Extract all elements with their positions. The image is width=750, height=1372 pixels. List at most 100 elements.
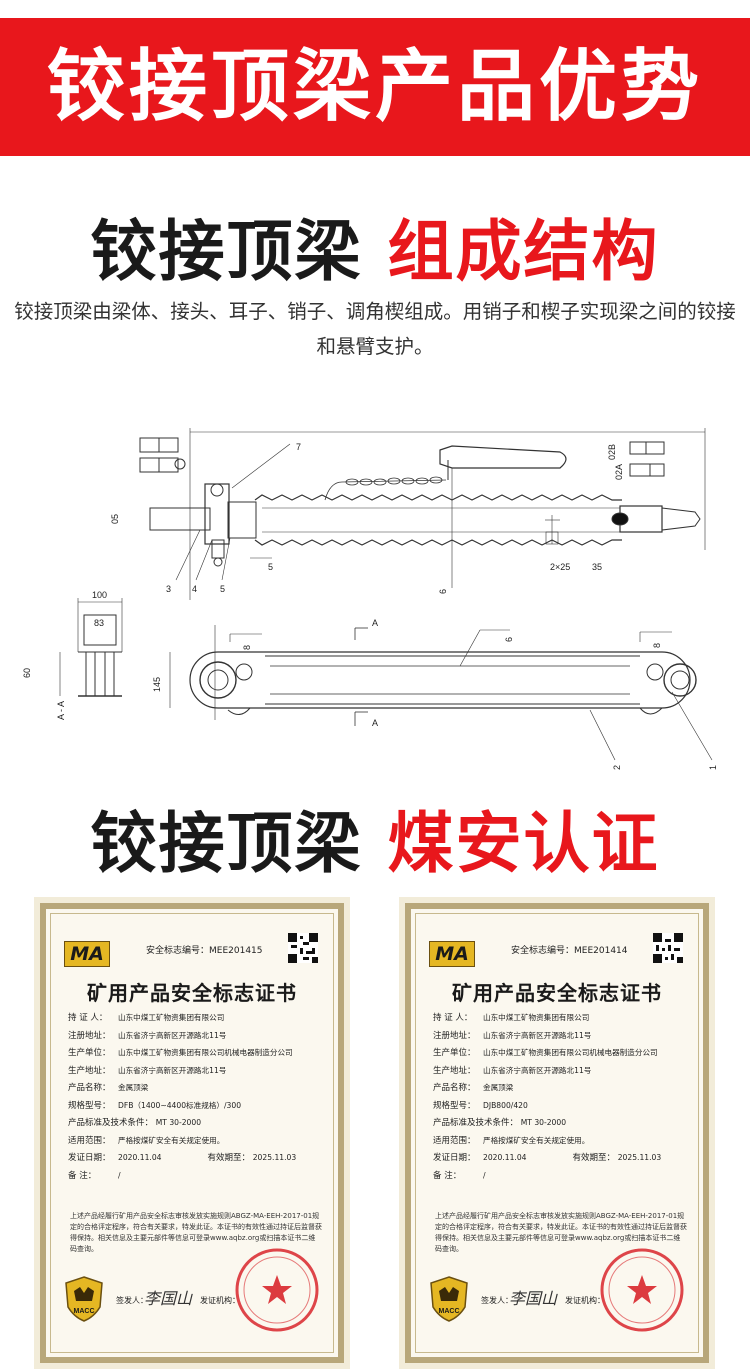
cert-row-std: 产品标准及技术条件： MT 30-2000 — [68, 1114, 328, 1132]
label-3: 3 — [166, 584, 171, 594]
serial-label: 安全标志编号： — [511, 946, 575, 956]
structure-title-dark: 铰接顶梁 — [90, 213, 363, 290]
cert-row-holder: 持 证 人： 山东中煤工矿物资集团有限公司 — [68, 1009, 328, 1027]
field-label: 生产单位： — [433, 1048, 476, 1058]
certificate-2: MA 安全标志编号：MEE201414 矿用产品安全标志证书 持 证 人： 山东中… — [399, 897, 715, 1369]
certificate-1: MA 安全标志编号：MEE201415 矿用产品安全标志证书 持 证 人：山东中… — [34, 897, 350, 1369]
red-seal-stamp-icon — [235, 1248, 319, 1332]
qr-code-icon — [653, 933, 683, 963]
cert-footer-text: 上述产品经履行矿用产品安全标志审核发放实施规则ABGZ-MA-EEH-2017-… — [70, 1212, 322, 1253]
label-02b: 02B — [607, 444, 617, 460]
technical-drawing: 7 05 02A 02B 3 4 5 5 6 2×25 35 100 83 60… — [22, 428, 718, 770]
cert-row-scope: 适用范围： 严格按煤矿安全有关规定使用。 — [433, 1132, 693, 1150]
field-label: 规格型号： — [433, 1100, 476, 1111]
cert-fields: 持 证 人： 山东中煤工矿物资集团有限公司 注册地址：山东省济宁高新区开源路北11… — [433, 1009, 693, 1184]
label-4: 4 — [192, 584, 197, 594]
field-value: 金属顶梁 — [118, 1083, 149, 1092]
label-8a: 8 — [242, 645, 252, 650]
label-a1: A — [372, 618, 378, 628]
field-value: 山东中煤工矿物资集团有限公司 — [118, 1013, 225, 1022]
hero-banner: 铰接顶梁产品优势 — [0, 18, 750, 156]
label-145: 145 — [152, 677, 162, 692]
label-05: 05 — [110, 514, 120, 524]
field-value: MT 30-2000 — [520, 1118, 567, 1127]
drawing-top-view — [139, 428, 706, 600]
field-value: 山东省济宁高新区开源路北11号 — [118, 1065, 227, 1075]
structure-title-red: 组成结构 — [387, 213, 660, 290]
field-value: 2025.11.03 — [617, 1153, 662, 1162]
field-label: 产品标准及技术条件： — [433, 1118, 519, 1128]
field-label: 备 注： — [433, 1170, 462, 1181]
field-label: 规格型号： — [68, 1100, 111, 1111]
structure-section-title: 铰接顶梁 组成结构 — [0, 198, 750, 294]
cert-footer-text: 上述产品经履行矿用产品安全标志审核发放实施规则ABGZ-MA-EEH-2017-… — [435, 1212, 687, 1253]
cert-row-maker: 生产单位： 山东中煤工矿物资集团有限公司机械电器制造分公司 — [68, 1044, 328, 1062]
field-value: 严格按煤矿安全有关规定使用。 — [118, 1135, 225, 1145]
field-label: 适用范围： — [68, 1135, 111, 1146]
issuer-label: 发证机构： — [565, 1296, 605, 1305]
field-label: 持 证 人： — [68, 1013, 108, 1023]
field-label: 生产单位： — [68, 1048, 111, 1058]
macc-shield-icon: MACC — [65, 1276, 103, 1322]
qr-code-icon — [288, 933, 318, 963]
label-2: 2 — [612, 765, 622, 770]
field-value: 2025.11.03 — [252, 1153, 297, 1162]
label-6b: 6 — [504, 637, 514, 642]
banner-title: 铰接顶梁产品优势 — [46, 42, 703, 132]
field-value: 山东中煤工矿物资集团有限公司机械电器制造分公司 — [483, 1048, 658, 1057]
field-label: 备 注： — [68, 1170, 97, 1181]
drawing-side-view — [169, 625, 713, 761]
field-label: 适用范围： — [433, 1135, 476, 1146]
field-label: 发证日期： — [433, 1153, 476, 1163]
field-value: 严格按煤矿安全有关规定使用。 — [483, 1135, 590, 1145]
cert-row-addr: 注册地址：山东省济宁高新区开源路北11号 — [433, 1027, 693, 1045]
field-value: 山东省济宁高新区开源路北11号 — [118, 1030, 227, 1040]
drawing-section-aa — [59, 598, 123, 697]
cert-row-holder: 持 证 人： 山东中煤工矿物资集团有限公司 — [433, 1009, 693, 1027]
label-60: 60 — [22, 668, 32, 678]
field-value: DJB800/420 — [483, 1100, 528, 1110]
cert-title: 矿用产品安全标志证书 — [452, 981, 662, 1005]
field-label: 持 证 人： — [433, 1013, 473, 1023]
red-seal-stamp-icon — [600, 1248, 684, 1332]
field-label: 注册地址： — [68, 1030, 111, 1041]
field-label: 有效期至： — [572, 1153, 615, 1163]
cert-row-maker: 生产单位： 山东中煤工矿物资集团有限公司机械电器制造分公司 — [433, 1044, 693, 1062]
cert-title-dark: 铰接顶梁 — [90, 805, 363, 882]
field-value: 山东省济宁高新区开源路北11号 — [483, 1065, 592, 1075]
issuer-label: 发证机构： — [200, 1296, 240, 1305]
label-8b: 8 — [652, 643, 662, 648]
field-value: / — [483, 1170, 486, 1180]
field-value: 金属顶梁 — [483, 1083, 514, 1092]
cert-title: 矿用产品安全标志证书 — [87, 981, 297, 1005]
cert-row-name: 产品名称：金属顶梁 — [68, 1079, 328, 1097]
cert-row-remark: 备 注： / — [433, 1167, 693, 1185]
field-value: 山东中煤工矿物资集团有限公司机械电器制造分公司 — [118, 1048, 293, 1057]
field-value: 山东中煤工矿物资集团有限公司 — [483, 1013, 590, 1022]
drawing-side-labels: A A 145 8 6 8 2 1 — [152, 618, 718, 770]
label-7: 7 — [296, 442, 301, 452]
cert-row-dates: 发证日期： 2020.11.04 有效期至： 2025.11.03 — [433, 1149, 693, 1167]
cert-row-scope: 适用范围： 严格按煤矿安全有关规定使用。 — [68, 1132, 328, 1150]
label-6: 6 — [438, 589, 448, 594]
ma-logo: MA — [64, 941, 110, 967]
signature: 李国山 — [144, 1289, 193, 1308]
field-value: / — [118, 1170, 121, 1180]
serial-value: MEE201414 — [574, 946, 628, 956]
field-value: 2020.11.04 — [483, 1153, 527, 1162]
label-35: 35 — [592, 562, 602, 572]
ma-logo: MA — [429, 941, 475, 967]
macc-shield-icon: MACC — [430, 1276, 468, 1322]
certification-section-title: 铰接顶梁 煤安认证 — [0, 790, 750, 886]
field-label: 发证日期： — [68, 1153, 111, 1163]
signer-label: 签发人： — [481, 1296, 513, 1305]
label-aa: A - A — [56, 701, 66, 720]
label-5: 5 — [220, 584, 225, 594]
drawing-top-labels: 7 05 02A 02B 3 4 5 5 6 2×25 35 — [110, 442, 624, 594]
field-label: 有效期至： — [207, 1153, 250, 1163]
cert-serial: 安全标志编号：MEE201414 — [511, 943, 628, 956]
label-02a: 02A — [614, 464, 624, 480]
cert-row-std: 产品标准及技术条件： MT 30-2000 — [433, 1114, 693, 1132]
serial-label: 安全标志编号： — [146, 946, 210, 956]
signature: 李国山 — [509, 1289, 558, 1308]
